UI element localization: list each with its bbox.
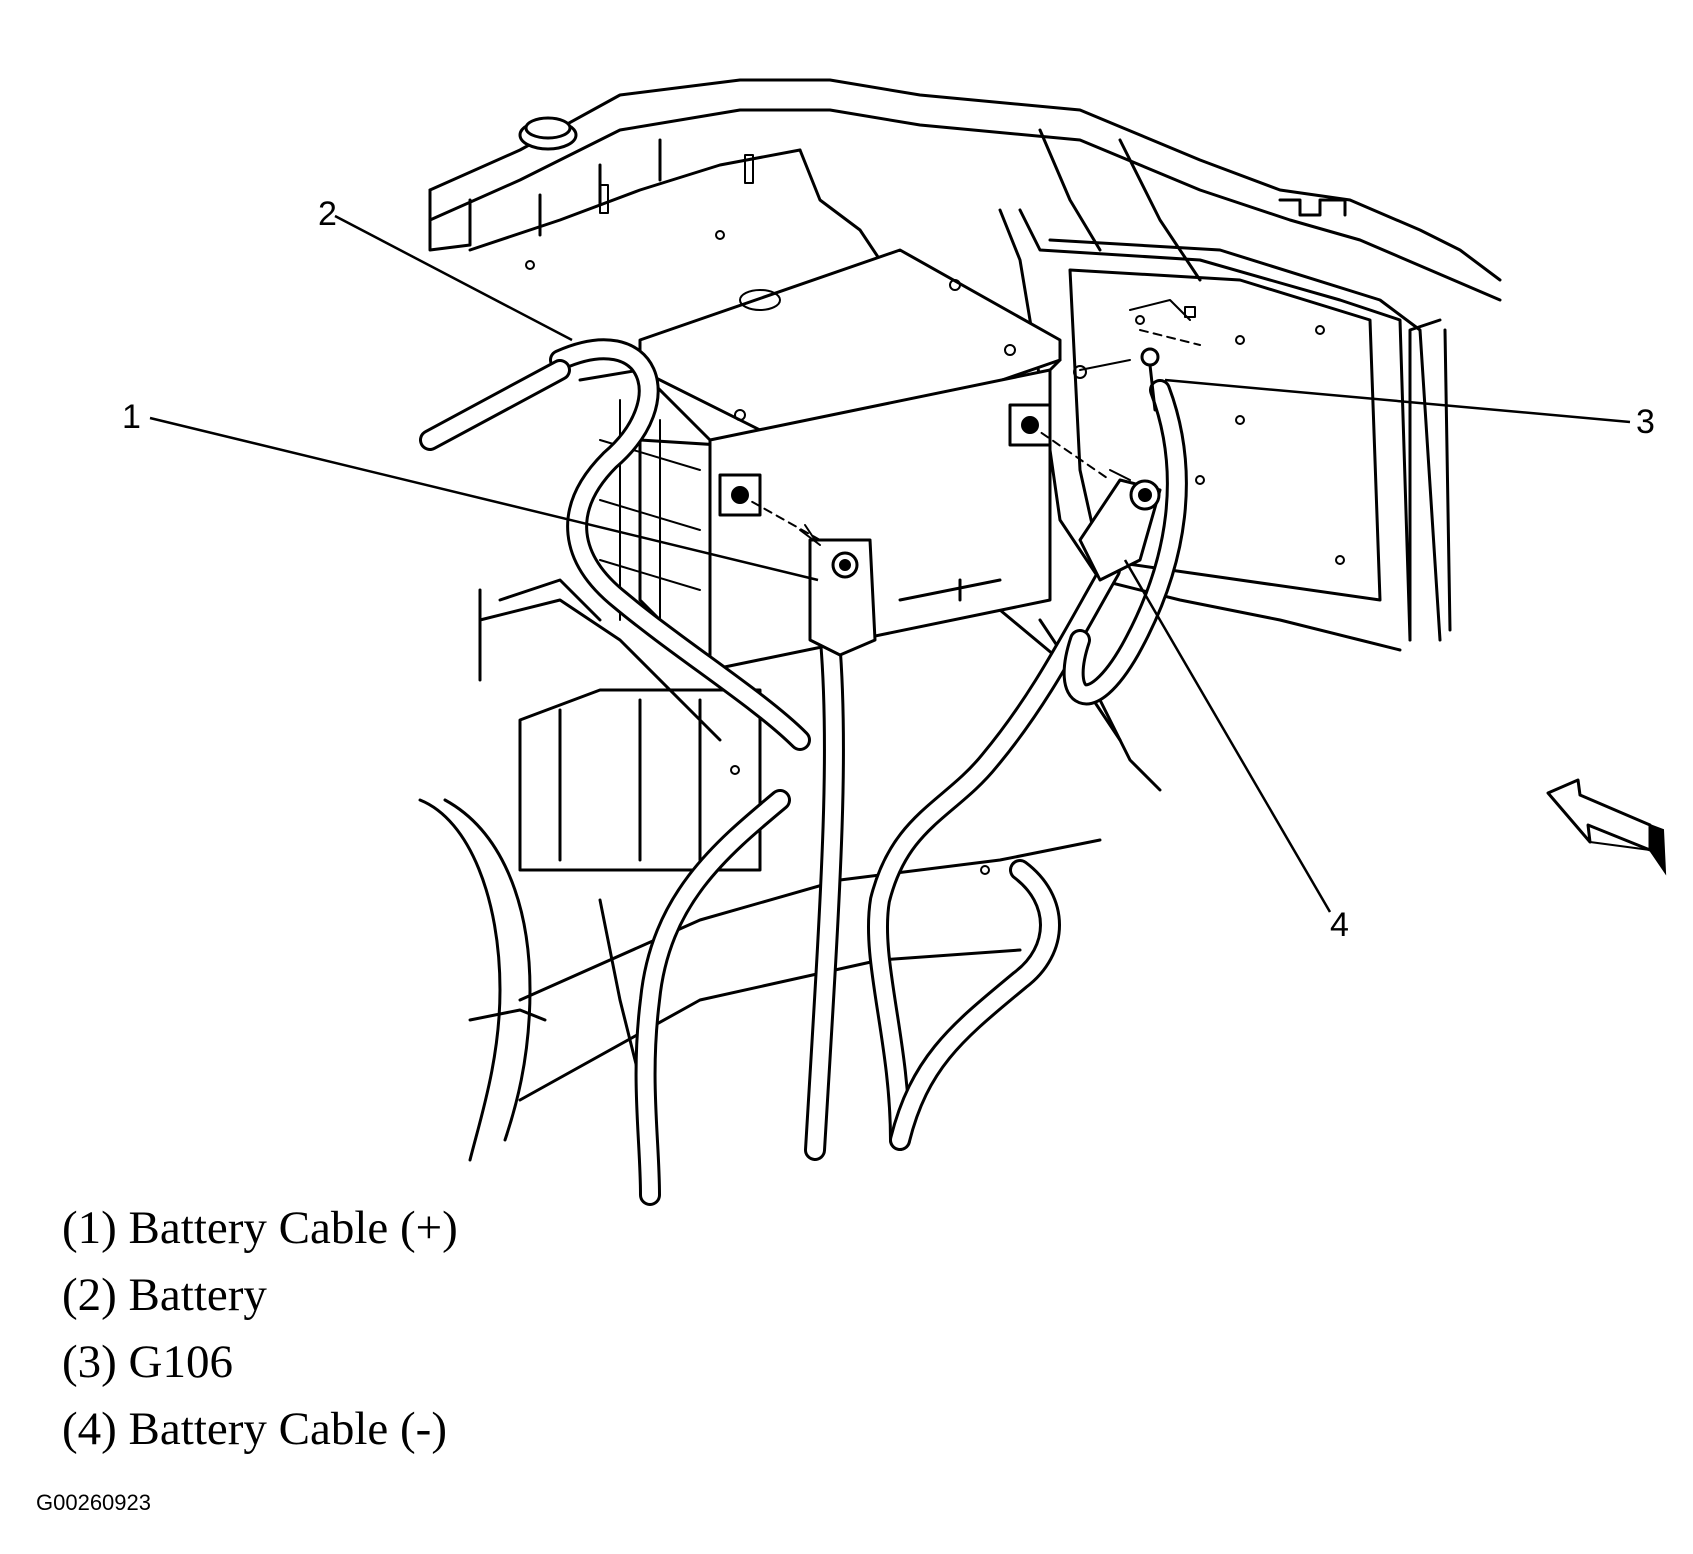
battery-cables (419, 329, 1201, 1206)
callout-4: 4 (1330, 906, 1349, 944)
leader-lines (149, 214, 1631, 913)
callout-1: 1 (122, 398, 141, 436)
view-direction-arrow (1546, 778, 1667, 876)
callout-2: 2 (318, 195, 337, 233)
leader-2 (334, 214, 573, 342)
legend-item-battery-cable-negative: (4) Battery Cable (-) (62, 1403, 447, 1455)
leader-1 (149, 416, 819, 582)
leader-4 (1123, 559, 1332, 913)
legend: (1) Battery Cable (+) (2) Battery (3) G1… (62, 1205, 458, 1473)
callout-3: 3 (1636, 403, 1655, 441)
lower-structure (418, 578, 1102, 1162)
figure-id: G00260923 (36, 1490, 151, 1515)
legend-item-g106: (3) G106 (62, 1336, 233, 1388)
battery (578, 248, 1062, 672)
leader-3 (1164, 378, 1631, 424)
inner-fender-panel (998, 208, 1452, 792)
legend-item-battery-cable-positive: (1) Battery Cable (+) (62, 1202, 458, 1254)
radiator-support (428, 78, 1502, 302)
legend-item-battery: (2) Battery (62, 1269, 267, 1321)
